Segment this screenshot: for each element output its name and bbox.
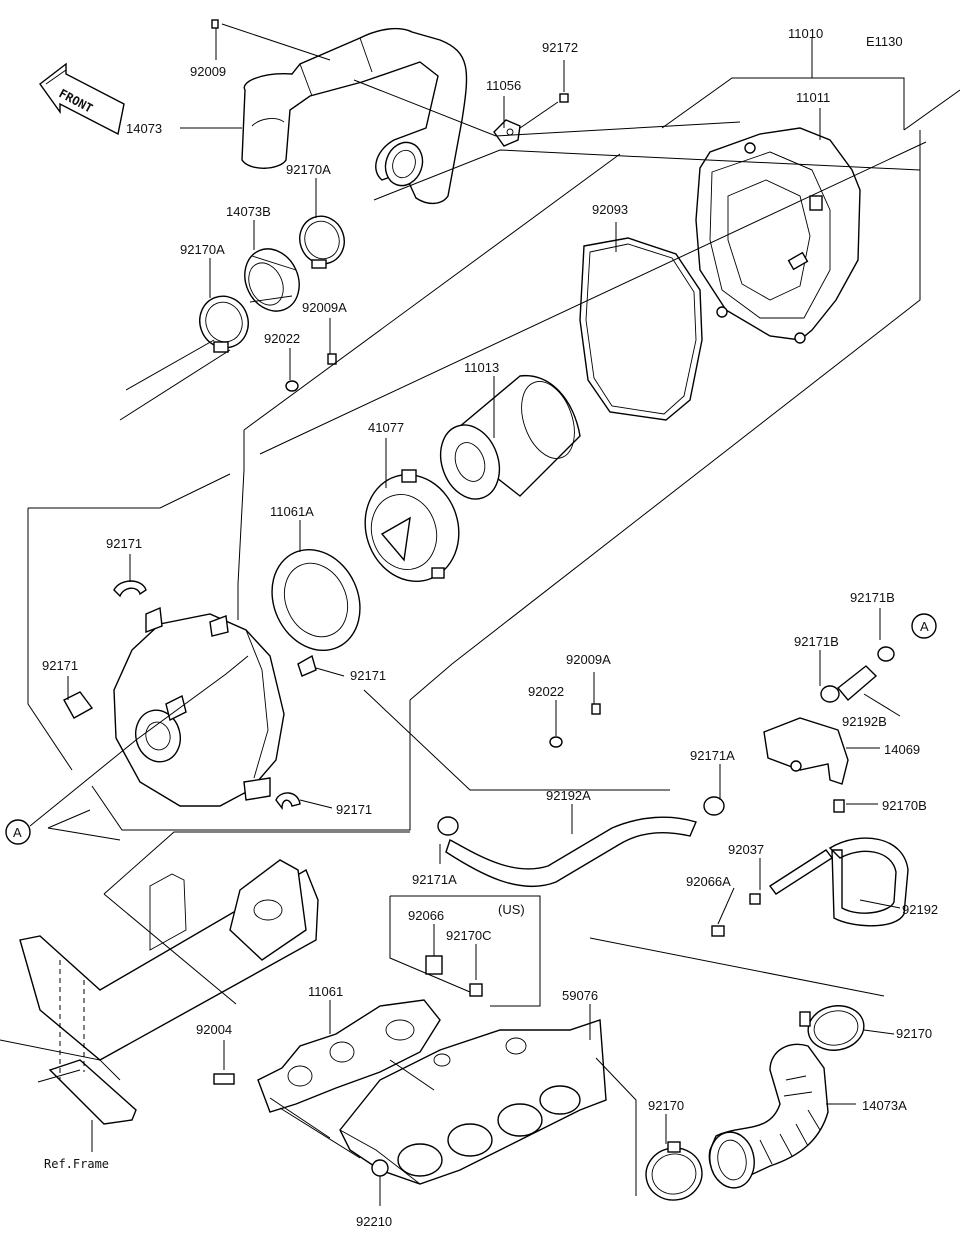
label-92066: 92066 [408, 908, 444, 923]
label-14073: 14073 [126, 121, 162, 136]
label-92192A: 92192A [546, 788, 591, 803]
breather-box-14069 [763, 717, 849, 785]
frame-section [0, 859, 319, 1125]
label-11010: 11010 [788, 26, 823, 41]
callout-a-bottom [5, 819, 31, 845]
label-92004: 92004 [196, 1022, 232, 1037]
front-arrow-icon: FRONT [39, 62, 125, 136]
hose-92192B [837, 665, 878, 701]
callout-a-bottom-label: A [13, 825, 22, 840]
bracket-11056 [493, 119, 521, 147]
intake-duct-14073A [708, 1043, 829, 1189]
clamp-92170A-left [199, 295, 249, 353]
callout-a-top-label: A [920, 619, 929, 634]
clip-92171-a [113, 580, 147, 598]
label-92009: 92009 [190, 64, 226, 79]
air-cleaner-cover [113, 606, 285, 807]
air-filter-element [439, 374, 581, 500]
hose-92037 [768, 849, 834, 895]
label-14073B: 14073B [226, 204, 271, 219]
label-11056: 11056 [486, 78, 521, 93]
rubber-joint-14073B [244, 248, 300, 312]
label-11061: 11061 [308, 984, 343, 999]
label-11013: 11013 [464, 360, 499, 375]
label-92022-top: 92022 [264, 331, 300, 346]
label-92009A-mid: 92009A [566, 652, 611, 667]
clip-92066A [711, 925, 725, 937]
plug-92066 [425, 955, 443, 975]
gasket-11061 [257, 999, 441, 1113]
clip-92171A-left [437, 816, 459, 836]
stud-92004 [213, 1073, 235, 1085]
resonator-duct [241, 27, 468, 205]
label-92192: 92192 [902, 902, 938, 917]
clip-92171-c [63, 691, 94, 719]
label-92170-right: 92170 [896, 1026, 932, 1041]
clip-92171A-right [703, 796, 725, 816]
bolt-92172 [559, 93, 569, 103]
air-cleaner-housing [695, 127, 861, 344]
label-92170B: 92170B [882, 798, 927, 813]
label-92171B-top: 92171B [850, 590, 895, 605]
bolt-92009A-top [327, 353, 337, 365]
label-14069: 14069 [884, 742, 920, 757]
label-92192B: 92192B [842, 714, 887, 729]
label-92066A: 92066A [686, 874, 731, 889]
ref-frame-label: Ref.Frame [44, 1157, 109, 1171]
part-labels: 92009 14073 92172 11056 11010 11011 9217… [42, 26, 938, 1229]
label-92171-d: 92171 [336, 802, 372, 817]
label-92093: 92093 [592, 202, 628, 217]
pipe-92037-end [749, 893, 761, 905]
bolt-92009A-mid [591, 703, 601, 715]
label-92171B-mid: 92171B [794, 634, 839, 649]
clip-92171-b [297, 654, 317, 677]
label-92210: 92210 [356, 1214, 392, 1229]
clamp-92170B [833, 799, 845, 813]
diagram-code: E1130 [866, 34, 903, 49]
clamp-92170-right [799, 1005, 865, 1051]
bolt-92009 [211, 19, 219, 29]
clamp-92170-left [645, 1141, 703, 1201]
label-92171-b: 92171 [350, 668, 386, 683]
label-11011: 11011 [796, 90, 830, 105]
label-92170-left: 92170 [648, 1098, 684, 1113]
clamp-92170C [469, 983, 483, 997]
label-92170A-left: 92170A [180, 242, 225, 257]
intake-manifold-59076 [339, 1019, 607, 1185]
clip-92171B-mid [820, 685, 840, 703]
hose-92192A [445, 816, 697, 888]
label-92171A-right: 92171A [690, 748, 735, 763]
region-label: (US) [498, 902, 525, 917]
gasket-92093 [579, 237, 703, 421]
leader-lines [27, 23, 960, 1206]
label-92170A-top: 92170A [286, 162, 331, 177]
label-92172: 92172 [542, 40, 578, 55]
seal-11061A [271, 548, 361, 652]
callout-a-top [911, 613, 937, 639]
clip-92171B-top [877, 646, 895, 662]
label-59076: 59076 [562, 988, 598, 1003]
label-92171A-left: 92171A [412, 872, 457, 887]
label-41077: 41077 [368, 420, 404, 435]
label-92022-mid: 92022 [528, 684, 564, 699]
label-92037: 92037 [728, 842, 764, 857]
label-14073A: 14073A [862, 1098, 907, 1113]
label-92171-a: 92171 [106, 536, 142, 551]
label-92009A-top: 92009A [302, 300, 347, 315]
nut-92210 [371, 1159, 389, 1177]
clip-92171-d [275, 792, 301, 811]
clamp-92170A-top [299, 215, 345, 269]
hose-92192 [828, 837, 909, 927]
label-92171-c: 92171 [42, 658, 78, 673]
filter-holder [364, 469, 460, 582]
washer-92022-top [285, 380, 299, 392]
washer-92022-mid [549, 736, 563, 748]
label-11061A: 11061A [270, 504, 314, 519]
label-92170C: 92170C [446, 928, 492, 943]
